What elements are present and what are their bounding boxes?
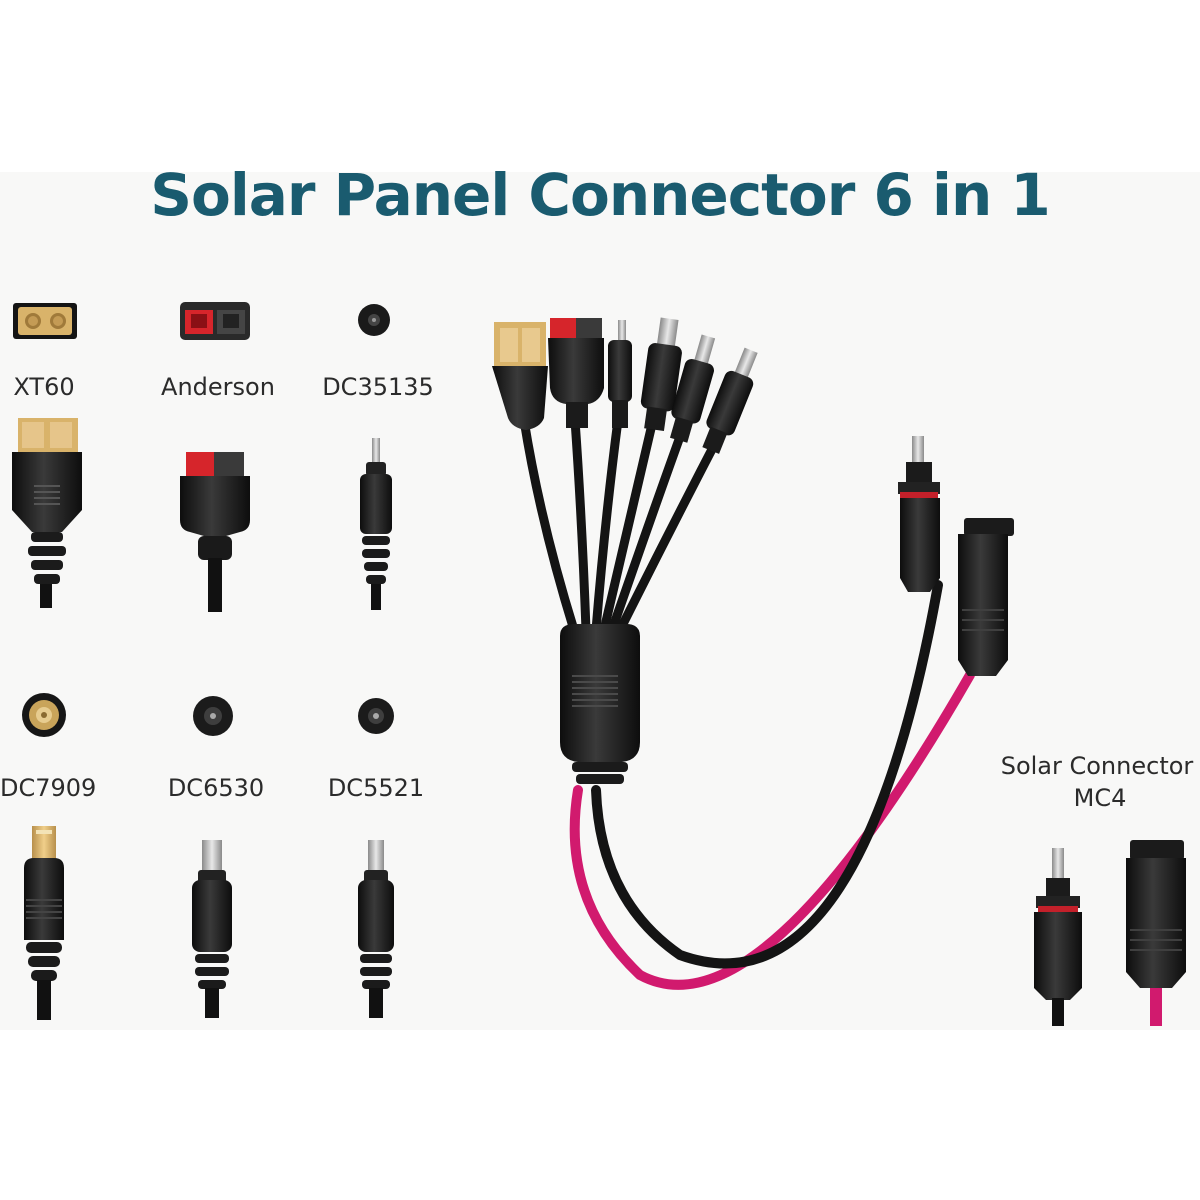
mc4-female-connector-icon — [1126, 840, 1186, 1026]
dc35135-plug-icon — [360, 438, 392, 610]
dc6530-plug-icon — [192, 840, 232, 1018]
dc5521-plug-icon — [358, 840, 394, 1018]
anderson-face-icon — [180, 302, 250, 340]
dc5521-face-icon — [358, 698, 394, 734]
label-xt60: XT60 — [13, 373, 75, 401]
label-dc6530: DC6530 — [167, 774, 265, 802]
label-dc35135: DC35135 — [322, 373, 434, 401]
label-mc4: MC4 — [1073, 784, 1127, 812]
six-in-one-cable-icon — [492, 317, 1014, 990]
label-dc7909: DC7909 — [0, 774, 97, 802]
page-title: Solar Panel Connector 6 in 1 — [150, 161, 1051, 229]
dc7909-plug-icon — [24, 826, 64, 1020]
label-anderson: Anderson — [161, 373, 275, 401]
xt60-plug-icon — [12, 418, 82, 608]
dc7909-face-icon — [22, 693, 66, 737]
label-dc5521: DC5521 — [327, 774, 425, 802]
xt60-face-icon — [13, 303, 77, 339]
mc4-male-connector-icon — [1034, 848, 1082, 1026]
label-solar-connector: Solar Connector — [1000, 752, 1194, 780]
anderson-plug-icon — [180, 452, 250, 612]
dc6530-face-icon — [193, 696, 233, 736]
dc35135-face-icon — [358, 304, 390, 336]
